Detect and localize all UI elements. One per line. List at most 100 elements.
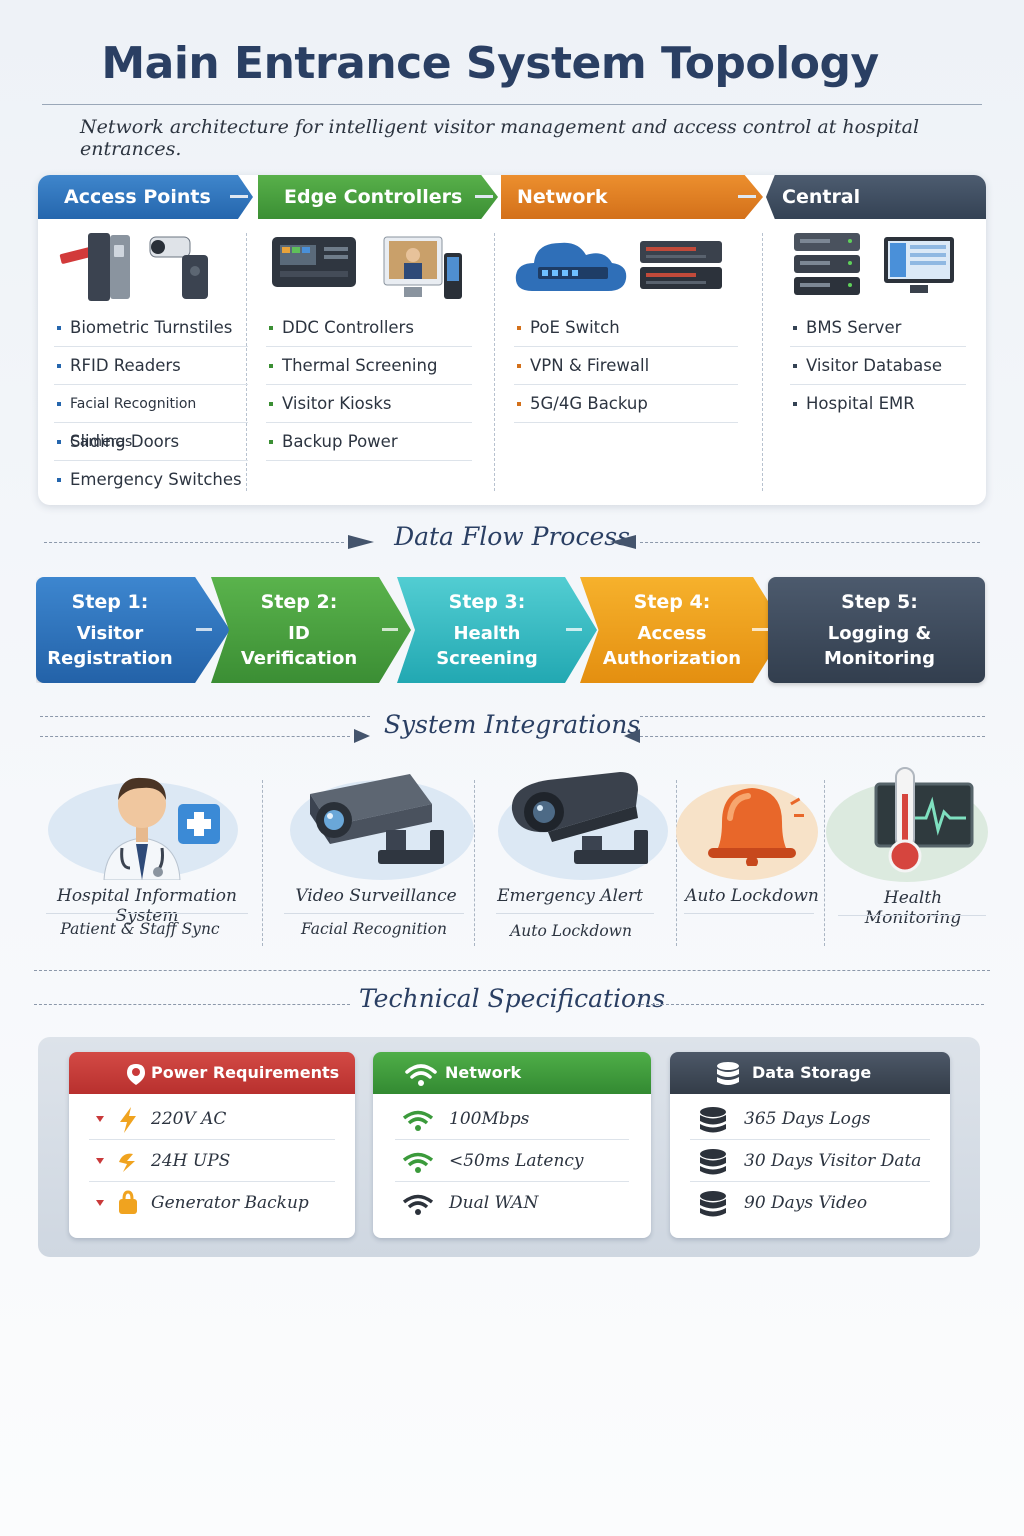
controller-icon <box>272 237 356 287</box>
cloud-icon <box>515 242 627 291</box>
list-item: Hospital EMR <box>790 385 966 423</box>
server-icon <box>794 233 860 295</box>
flow-step-3: Step 3: Health Screening <box>397 577 597 683</box>
list-item: Facial Recognition Cameras <box>54 385 248 450</box>
wifi-icon <box>402 1110 434 1131</box>
spec-row: 220V AC <box>89 1098 335 1140</box>
spec-card-header: Power Requirements <box>69 1052 355 1094</box>
dashed-line <box>640 716 985 717</box>
step-label-line2: Screening <box>436 647 538 669</box>
step-number: Step 3: <box>448 590 526 613</box>
page-subtitle: Network architecture for intelligent vis… <box>80 116 920 160</box>
list-item: VPN & Firewall <box>514 347 738 385</box>
flow-step-1: Step 1: Visitor Registration <box>36 577 230 683</box>
spec-card-storage: Data Storage 365 Days Logs 30 Days Visit… <box>670 1052 950 1238</box>
step-label-line1: Logging & <box>827 622 932 644</box>
wifi-icon <box>402 1152 434 1173</box>
column-divider <box>762 233 763 491</box>
arrow-right-icon <box>348 535 374 549</box>
database-icon <box>717 1062 739 1085</box>
column-header-network-infrastructure: Network Infrastructure <box>501 175 763 219</box>
spec-card-header: Network Requirements <box>373 1052 651 1124</box>
step-label-line2: Authorization <box>602 647 742 669</box>
step-label-line1: ID <box>288 622 310 644</box>
list-item: Emergency Switches <box>54 461 248 499</box>
thermometer-icon <box>874 767 974 873</box>
step-label-line1: Visitor <box>76 622 144 644</box>
topology-panel: Access Points Edge Controllers Network I… <box>38 175 986 505</box>
dashed-line <box>44 542 344 543</box>
database-icon <box>700 1149 726 1175</box>
column-divider <box>474 780 475 946</box>
spec-value: <50ms Latency <box>449 1151 584 1171</box>
divider <box>496 913 654 914</box>
arrow-icon <box>382 628 398 631</box>
section-title: System Integrations <box>383 710 641 739</box>
wifi-icon <box>405 1064 437 1086</box>
column-divider <box>824 780 825 946</box>
step-number: Step 1: <box>71 590 149 613</box>
wifi-icon <box>402 1194 434 1215</box>
dashed-line <box>40 716 370 717</box>
security-camera-icon <box>149 236 208 299</box>
list-item: Sliding Doors <box>54 423 248 461</box>
step-label-line1: Access <box>637 622 707 644</box>
integrations-heading: System Integrations <box>0 708 1024 748</box>
caret-down-icon <box>96 1116 104 1122</box>
arrow-icon <box>475 195 493 198</box>
integration-title: Health Monitoring <box>864 888 962 928</box>
network-infrastructure-list: PoE Switch VPN & Firewall 5G/4G Backup <box>514 309 738 423</box>
spec-value: 24H UPS <box>151 1151 231 1171</box>
spec-card-title: Power Requirements <box>151 1063 340 1082</box>
spec-card-network: Network Requirements 100Mbps <50ms Laten… <box>373 1052 651 1238</box>
step-label-line2: Monitoring <box>824 647 935 669</box>
generator-icon <box>119 1190 137 1214</box>
specifications-heading: Technical Specifications <box>0 970 1024 1024</box>
dashed-line <box>636 1004 984 1005</box>
integration-title: Hospital Information System <box>57 886 237 926</box>
spec-value: 220V AC <box>151 1109 227 1129</box>
spec-value: 100Mbps <box>449 1109 530 1129</box>
dashed-line <box>640 542 980 543</box>
divider <box>46 913 248 914</box>
spec-row: 100Mbps <box>395 1098 629 1140</box>
list-item: 5G/4G Backup <box>514 385 738 423</box>
central-management-list: BMS Server Visitor Database Hospital EMR <box>790 309 966 423</box>
integration-subtitle: Auto Lockdown <box>510 922 632 940</box>
dashed-line <box>34 970 990 971</box>
spec-card-header: Data Storage <box>670 1052 950 1094</box>
list-item: PoE Switch <box>514 309 738 347</box>
title-divider <box>42 104 982 105</box>
divider <box>684 913 814 914</box>
spec-row: Dual WAN <box>395 1182 629 1224</box>
arrow-icon <box>738 195 756 198</box>
divider <box>284 913 464 914</box>
integration-title: Emergency Alert <box>497 886 643 906</box>
column-header-central-management: Central Management <box>766 175 986 219</box>
arrow-left-icon <box>624 729 640 743</box>
spec-value: Dual WAN <box>449 1193 539 1213</box>
turnstile-icon <box>59 233 130 301</box>
spec-value: 365 Days Logs <box>744 1109 871 1129</box>
arrow-icon <box>196 628 212 631</box>
kiosk-icon <box>383 236 462 299</box>
lightning-icon <box>120 1107 136 1133</box>
integration-title: Video Surveillance <box>295 886 457 906</box>
integration-subtitle: Patient & Staff Sync <box>60 920 220 938</box>
doctor-icon <box>103 777 220 880</box>
dome-camera-icon <box>511 772 648 864</box>
spec-card-title: Data Storage <box>752 1063 872 1082</box>
flow-step-5: Step 5: Logging & Monitoring <box>768 577 985 683</box>
step-label-line1: Health <box>453 622 521 644</box>
arrow-right-icon <box>354 729 370 743</box>
integrations-row: Hospital Information System Patient & St… <box>0 760 1024 960</box>
dashed-line <box>34 1004 350 1005</box>
ups-bolt-icon <box>119 1153 135 1172</box>
integration-title: Auto Lockdown <box>685 886 819 906</box>
list-item: Visitor Kiosks <box>266 385 472 423</box>
monitor-icon <box>884 237 954 293</box>
access-points-list: Biometric Turnstiles RFID Readers Facial… <box>54 309 248 499</box>
data-flow-heading: Data Flow Process <box>0 522 1024 562</box>
step-number: Step 5: <box>841 590 918 613</box>
spec-value: 30 Days Visitor Data <box>744 1151 922 1171</box>
